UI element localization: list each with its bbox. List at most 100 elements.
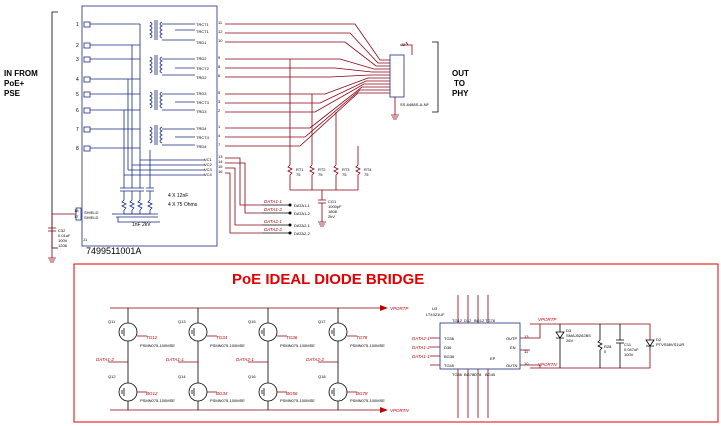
- svg-text:U3: U3: [432, 306, 438, 311]
- svg-text:Q15: Q15: [248, 319, 256, 324]
- svg-text:DATA2-1: DATA2-1: [412, 336, 430, 341]
- svg-text:100V: 100V: [624, 352, 634, 357]
- svg-text:TG78: TG78: [356, 335, 368, 340]
- svg-text:100V: 100V: [58, 238, 68, 243]
- vportn-label-2: VPORTN: [538, 362, 557, 367]
- svg-text:OUTP: OUTP: [506, 336, 517, 341]
- termination-resistors: RT1 75 RT2 75 RT3 75 RT4 75: [287, 164, 372, 200]
- svg-text:VC3: VC3: [204, 167, 213, 172]
- svg-text:11: 11: [524, 349, 529, 354]
- svg-text:DATA2-2: DATA2-2: [294, 231, 311, 236]
- vportp-label-2: VPORTP: [538, 317, 556, 322]
- svg-text:SMAJ5262BS: SMAJ5262BS: [566, 333, 591, 338]
- svg-text:J2: J2: [401, 42, 406, 47]
- svg-text:DATA1-1: DATA1-1: [264, 199, 282, 204]
- svg-text:DATA2-1: DATA2-1: [294, 223, 311, 228]
- svg-text:DATA1-2: DATA1-2: [96, 357, 114, 362]
- svg-text:TRD4: TRD4: [196, 126, 207, 131]
- vportp-label-1: VPORTP: [390, 306, 408, 311]
- cg1-capacitor: CG1 1000pF 1808 2kV: [318, 199, 342, 227]
- phy-wires: [225, 23, 390, 234]
- svg-text:5: 5: [76, 92, 79, 98]
- svg-text:C11: C11: [624, 342, 632, 347]
- svg-text:DATA1-1: DATA1-1: [166, 357, 184, 362]
- svg-text:1: 1: [76, 22, 79, 28]
- svg-text:VC4: VC4: [204, 172, 213, 177]
- controller-ic: U3 LT4321UF TG36 D36 BG36 TG45 DATA2-1 D…: [412, 295, 530, 418]
- data-net-labels: DATA1-1 DATA1-2 DATA2-1 DATA2-2 DATA1-1 …: [262, 199, 311, 236]
- svg-text:18: 18: [74, 208, 79, 213]
- svg-text:0.01uF: 0.01uF: [58, 233, 71, 238]
- svg-text:3: 3: [76, 57, 79, 63]
- svg-text:7: 7: [218, 142, 221, 147]
- svg-text:TG78: TG78: [485, 318, 496, 323]
- svg-text:8: 8: [218, 64, 221, 69]
- svg-text:C32: C32: [58, 228, 66, 233]
- svg-text:PTVS58VS1UR: PTVS58VS1UR: [656, 342, 684, 347]
- bridge-rails: [110, 307, 380, 411]
- svg-text:TG36: TG36: [444, 336, 455, 341]
- termination-network: [112, 150, 160, 223]
- svg-text:VC1: VC1: [204, 157, 213, 162]
- svg-text:BG45: BG45: [485, 372, 496, 377]
- svg-text:75: 75: [318, 172, 323, 177]
- svg-text:VC2: VC2: [204, 162, 213, 167]
- svg-text:BG34: BG34: [216, 391, 228, 396]
- svg-text:RT4: RT4: [364, 167, 372, 172]
- svg-text:1: 1: [218, 124, 221, 129]
- svg-text:TRCT2: TRCT2: [196, 66, 210, 71]
- transformer-coils: [123, 20, 205, 176]
- svg-text:TG12: TG12: [452, 318, 463, 323]
- svg-text:1808: 1808: [328, 209, 338, 214]
- svg-text:TG36: TG36: [286, 335, 298, 340]
- output-protection: VPORTP VPORTN D3 SMAJ5262BS 26V R28 0 C1…: [530, 317, 684, 369]
- svg-text:4: 4: [76, 77, 79, 83]
- svg-text:TRCT1: TRCT1: [196, 22, 210, 27]
- output-bracket: [432, 41, 439, 113]
- svg-text:DATA1-2: DATA1-2: [264, 207, 282, 212]
- svg-text:Q17: Q17: [318, 319, 326, 324]
- svg-text:Q16: Q16: [248, 374, 256, 379]
- port-arrows: [380, 305, 388, 413]
- svg-text:6: 6: [76, 108, 79, 114]
- svg-text:LT4321UF: LT4321UF: [426, 312, 445, 317]
- svg-text:Q14: Q14: [178, 374, 186, 379]
- svg-text:1206: 1206: [58, 243, 68, 248]
- svg-text:RT2: RT2: [318, 167, 326, 172]
- svg-text:PSMN075-100MSE: PSMN075-100MSE: [350, 343, 385, 348]
- svg-text:DATA1-2: DATA1-2: [294, 211, 311, 216]
- svg-text:13: 13: [524, 334, 529, 339]
- svg-text:Q11: Q11: [108, 319, 116, 324]
- svg-text:26V: 26V: [566, 338, 573, 343]
- svg-text:EP: EP: [490, 356, 496, 361]
- svg-text:14: 14: [218, 159, 223, 164]
- cap-note-2: 4 X 75 Ohms: [168, 202, 198, 208]
- svg-text:TRCT4: TRCT4: [196, 135, 210, 140]
- out-label: OUT: [452, 69, 469, 78]
- cap-note-1: 4 X 12nF: [168, 193, 188, 199]
- input-bracket: [51, 11, 58, 249]
- svg-text:TG36: TG36: [452, 372, 463, 377]
- transformer-ref: J1: [83, 237, 88, 242]
- svg-text:DATA2-1: DATA2-1: [236, 357, 254, 362]
- svg-text:PSMN075-100MSE: PSMN075-100MSE: [210, 343, 245, 348]
- svg-text:TRCT1: TRCT1: [196, 29, 210, 34]
- svg-text:1000pF: 1000pF: [328, 204, 342, 209]
- svg-text:DATA2-2: DATA2-2: [264, 227, 282, 232]
- bridge-section-box: [73, 263, 719, 423]
- svg-text:D36: D36: [444, 345, 452, 350]
- svg-text:TRD2: TRD2: [196, 75, 207, 80]
- svg-text:TRD3: TRD3: [196, 91, 207, 96]
- svg-text:DATA1-1: DATA1-1: [412, 354, 430, 359]
- svg-text:2: 2: [76, 43, 79, 49]
- svg-text:BG78: BG78: [464, 372, 475, 377]
- mosfet-array: Q11 Q13 Q15 Q17 Q12 Q14 Q16 Q18 PSMN075-…: [96, 308, 385, 410]
- svg-text:4: 4: [218, 133, 221, 138]
- vportn-label-1: VPORTN: [390, 408, 409, 413]
- transformer-module: [81, 5, 218, 247]
- svg-text:TRD1: TRD1: [196, 40, 207, 45]
- bridge-title: PoE IDEAL DIODE BRIDGE: [232, 271, 424, 288]
- svg-text:SS-6488S-A-NF: SS-6488S-A-NF: [400, 102, 429, 107]
- svg-text:0: 0: [604, 349, 607, 354]
